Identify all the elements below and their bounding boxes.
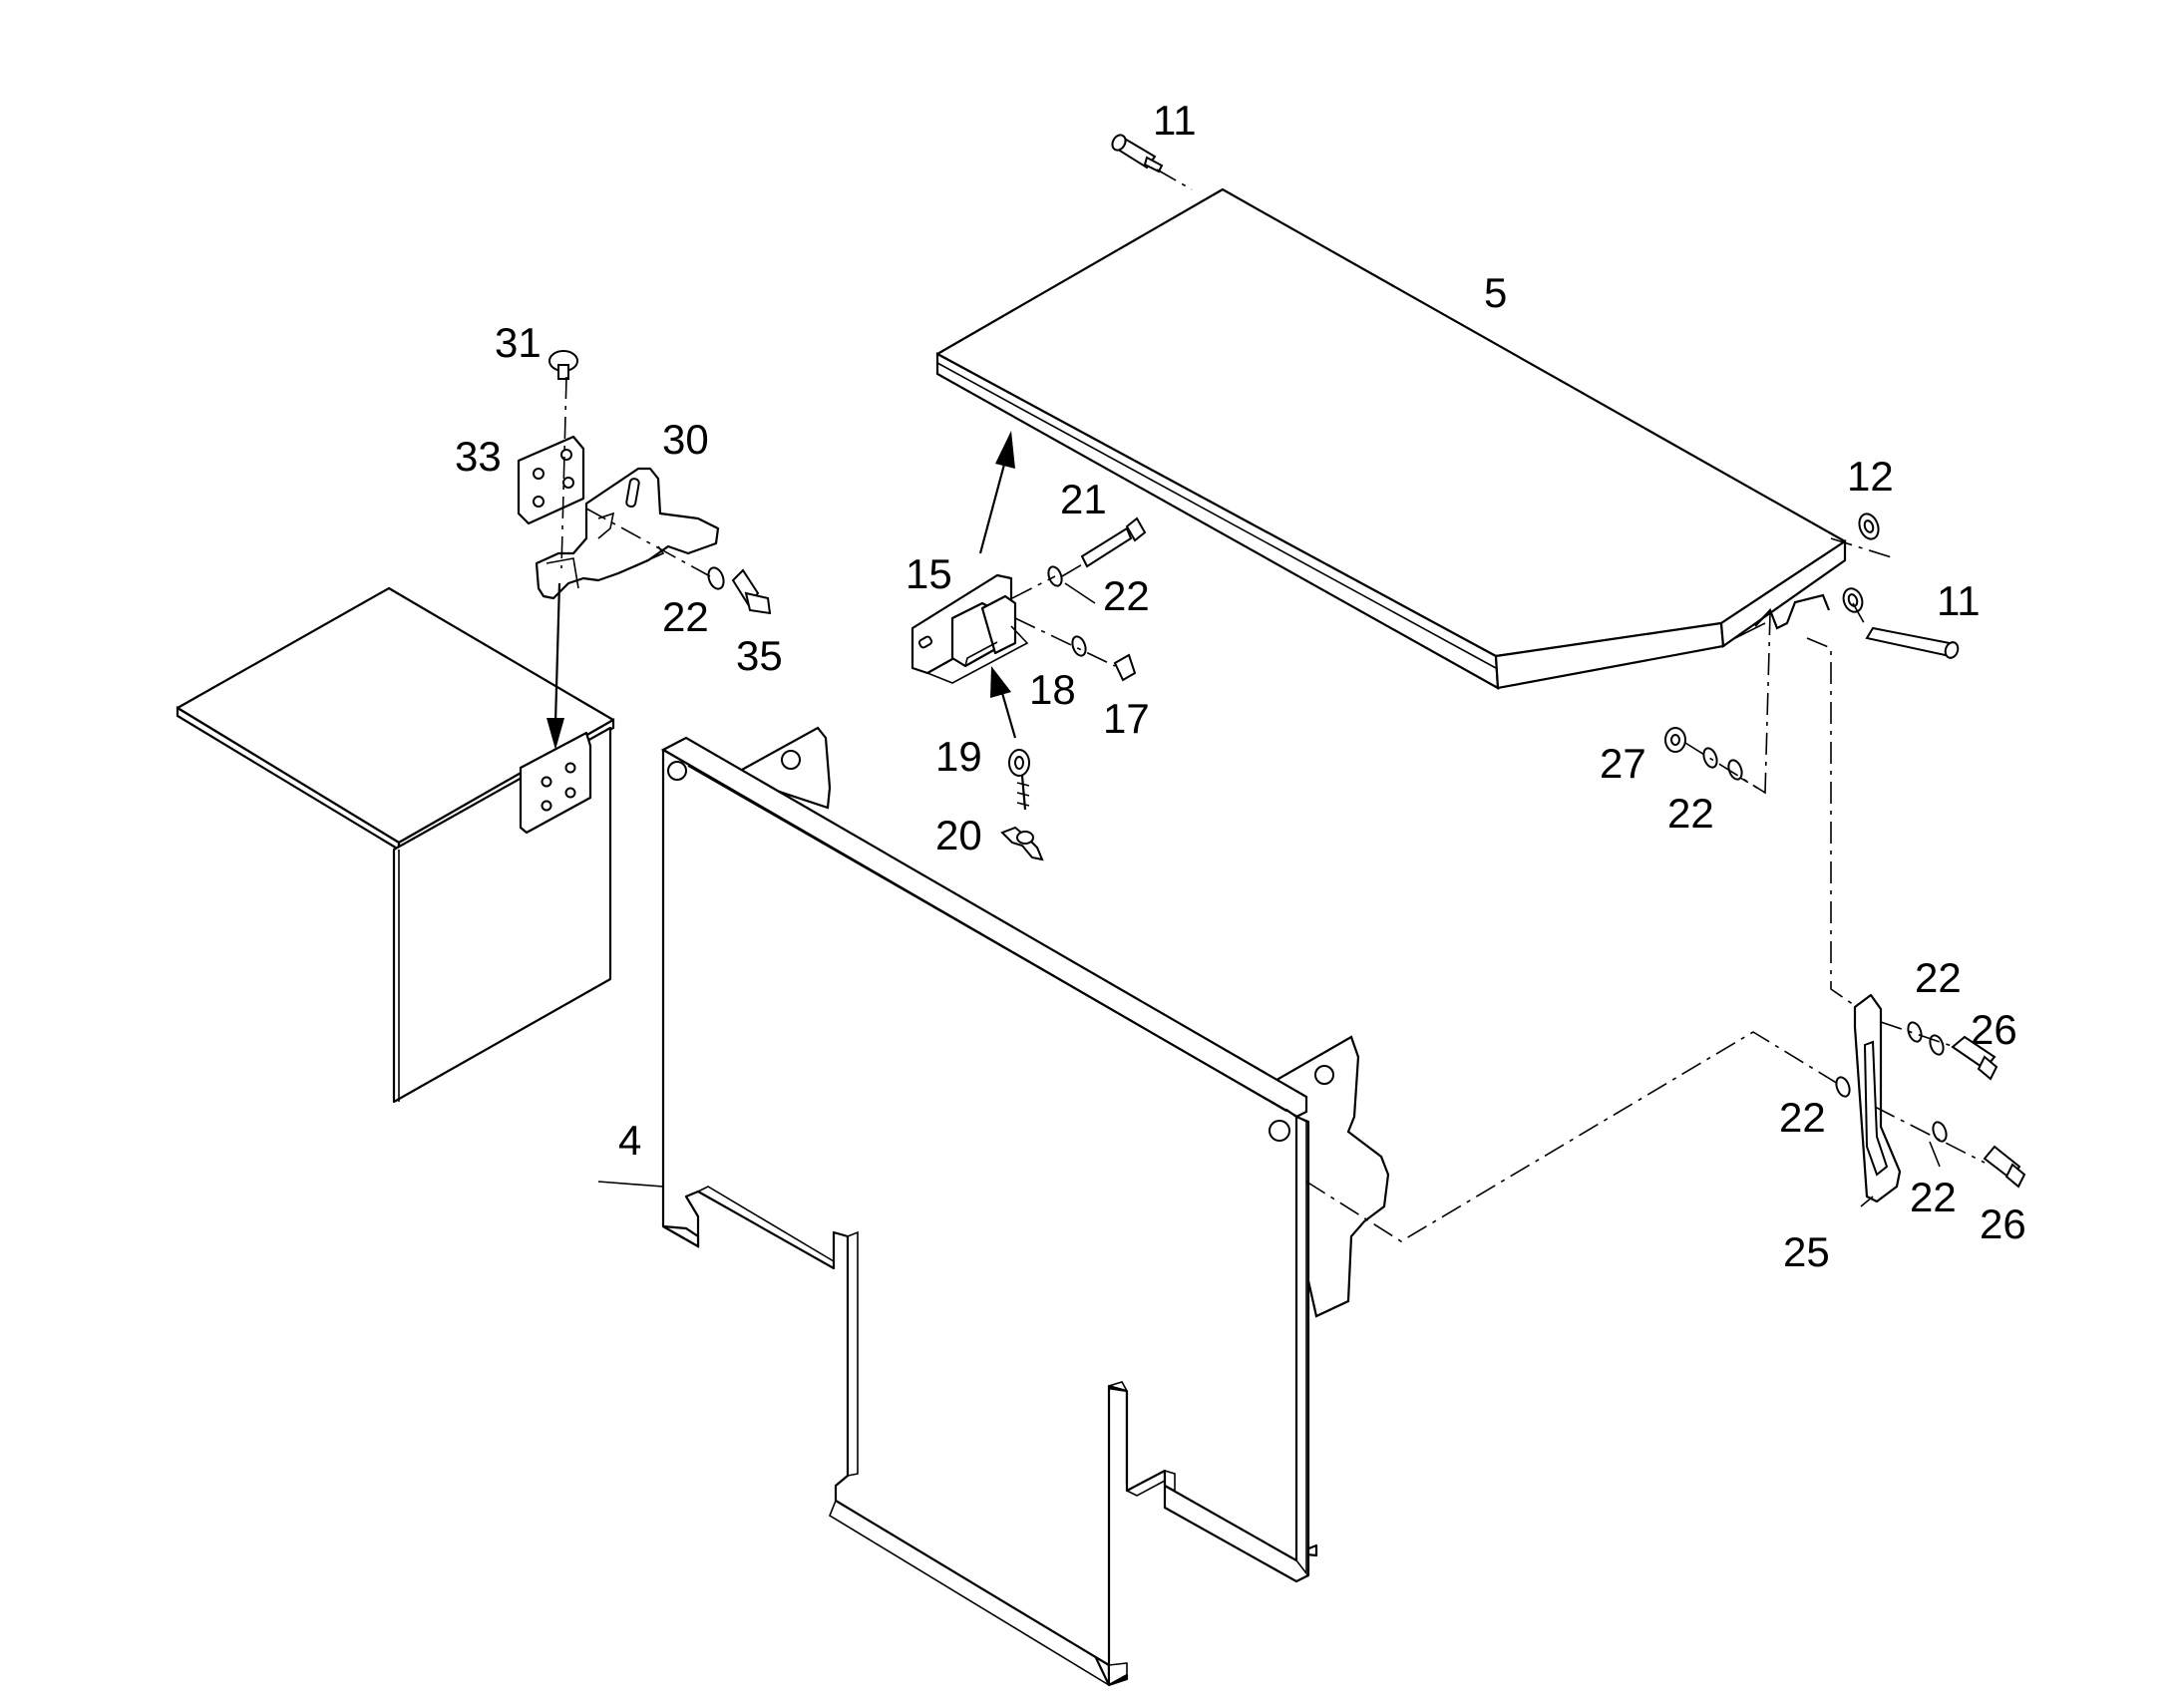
link-25 bbox=[1853, 993, 1902, 1203]
label-25: 25 bbox=[1783, 1228, 1830, 1275]
assembly-arrows bbox=[546, 431, 1017, 750]
pin-11-right bbox=[1865, 626, 1960, 659]
bolt-21 bbox=[1080, 516, 1147, 568]
part-30-33-bracket bbox=[517, 435, 720, 600]
label-12: 12 bbox=[1847, 453, 1894, 500]
bracket-15 bbox=[910, 573, 1029, 684]
label-31: 31 bbox=[495, 319, 542, 366]
label-22-d: 22 bbox=[1915, 954, 1962, 1001]
label-27: 27 bbox=[1600, 740, 1646, 787]
eyebolt-19 bbox=[1008, 749, 1030, 811]
label-11-right: 11 bbox=[1937, 577, 1981, 624]
part-4-side-panel bbox=[660, 726, 1390, 1687]
label-30: 30 bbox=[662, 416, 709, 463]
part-5-table-top bbox=[935, 187, 1847, 690]
label-22-b: 22 bbox=[662, 593, 709, 640]
label-4: 4 bbox=[618, 1117, 641, 1164]
bolt-26-upper bbox=[1951, 1035, 1998, 1081]
label-33: 33 bbox=[455, 433, 502, 480]
label-26-b: 26 bbox=[1980, 1200, 2026, 1247]
bolt-26-lower bbox=[1983, 1145, 2026, 1189]
label-22-c: 22 bbox=[1667, 790, 1714, 837]
knob-31 bbox=[548, 350, 578, 380]
label-11-top: 11 bbox=[1153, 97, 1197, 144]
label-5: 5 bbox=[1484, 269, 1507, 316]
washer-12 bbox=[1858, 512, 1880, 540]
label-22-e: 22 bbox=[1779, 1094, 1826, 1141]
assembly-centerlines bbox=[560, 169, 1986, 1242]
label-18: 18 bbox=[1029, 666, 1076, 713]
shelf-panel-left bbox=[176, 586, 615, 1104]
label-21: 21 bbox=[1060, 476, 1107, 522]
bolt-35 bbox=[731, 568, 772, 615]
wingnut-20 bbox=[1000, 826, 1044, 861]
part-number-labels: 11 5 31 33 30 21 12 15 22 11 22 35 18 17… bbox=[455, 97, 2026, 1275]
label-26-a: 26 bbox=[1971, 1006, 2017, 1053]
label-20: 20 bbox=[935, 812, 982, 858]
label-35: 35 bbox=[736, 632, 783, 679]
nut-27 bbox=[1664, 727, 1686, 753]
label-15: 15 bbox=[906, 550, 952, 597]
label-17: 17 bbox=[1103, 695, 1150, 742]
label-22-a: 22 bbox=[1103, 572, 1150, 619]
label-19: 19 bbox=[935, 733, 982, 780]
leader-lines bbox=[597, 582, 1941, 1207]
screw-17 bbox=[1113, 653, 1137, 682]
label-22-f: 22 bbox=[1910, 1174, 1957, 1220]
hardware-items bbox=[548, 134, 2026, 1203]
